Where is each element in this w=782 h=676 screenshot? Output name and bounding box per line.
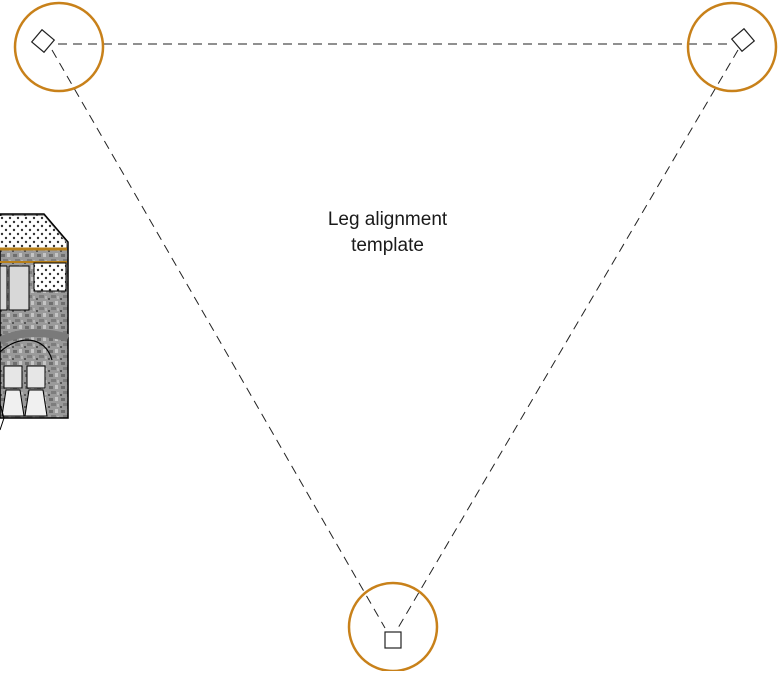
leg-markers [30,27,756,649]
alignment-triangle [51,43,739,629]
template-label: Leg alignment template [300,207,475,259]
leg-circle-top-left [13,1,105,93]
triangle-edge-left [51,49,386,629]
leg-circle-bottom [347,581,439,673]
leg-marker-bottom [384,631,402,649]
triangle-edge-right [397,49,739,629]
lander-illustration [0,213,70,431]
leg-circle-top-right [686,1,778,93]
leg-marker-top-right [730,27,756,53]
leg-marker-top-left [30,28,56,54]
leg-circles [13,1,778,673]
template-label-line1: Leg alignment [327,209,448,230]
template-label-line2: template [351,235,424,256]
